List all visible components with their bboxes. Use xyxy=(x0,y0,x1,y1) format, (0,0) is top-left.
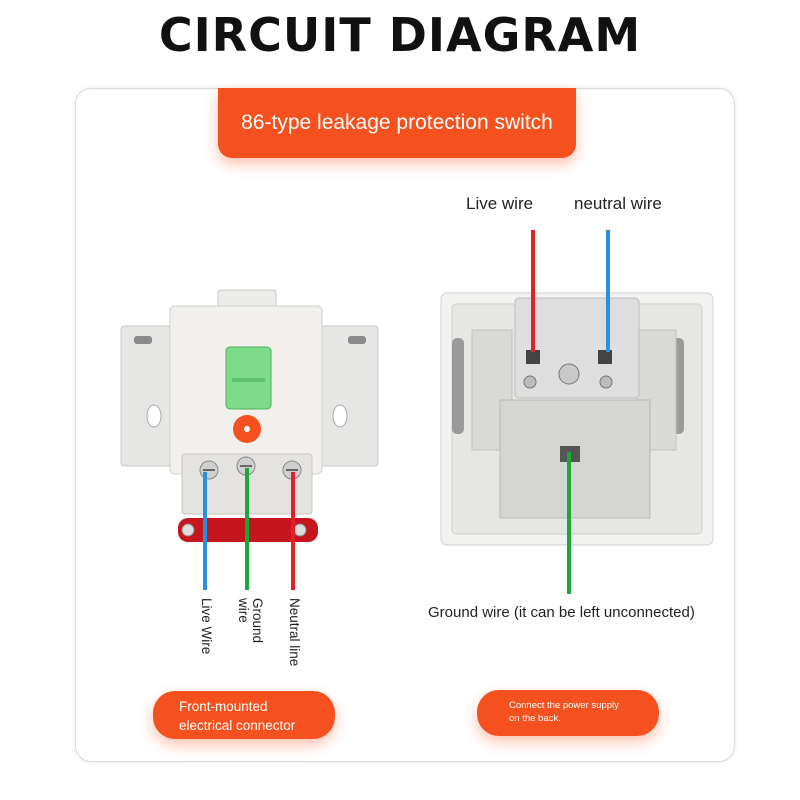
page-title: CIRCUIT DIAGRAM xyxy=(158,8,642,62)
label-ground-line2: wire xyxy=(235,598,251,623)
front-connector-pill: Front-mounted electrical connector xyxy=(153,691,335,739)
label-live-wire-right: Live wire xyxy=(466,194,534,213)
header-banner: 86-type leakage protection switch xyxy=(218,88,576,158)
label-ground-wire-left: Ground wire xyxy=(235,598,265,644)
leakage-switch-front xyxy=(120,289,379,590)
back-connector-pill: Connect the power supply on the back. xyxy=(477,690,659,736)
front-connector-line1: Front-mounted xyxy=(179,699,268,714)
header-title: 86-type leakage protection switch xyxy=(241,111,553,134)
back-connector-line2: on the back. xyxy=(509,713,561,724)
label-neutral-line-left: Neutral line xyxy=(287,598,302,667)
label-ground-line1: Ground xyxy=(250,598,265,644)
leakage-switch-back xyxy=(440,230,714,594)
front-connector-line2: electrical connector xyxy=(179,718,296,733)
label-ground-wire-right: Ground wire (it can be left unconnected) xyxy=(428,604,695,621)
back-connector-line1: Connect the power supply xyxy=(509,700,619,711)
label-neutral-wire-right: neutral wire xyxy=(574,194,662,213)
label-live-wire-left: Live Wire xyxy=(199,598,214,655)
